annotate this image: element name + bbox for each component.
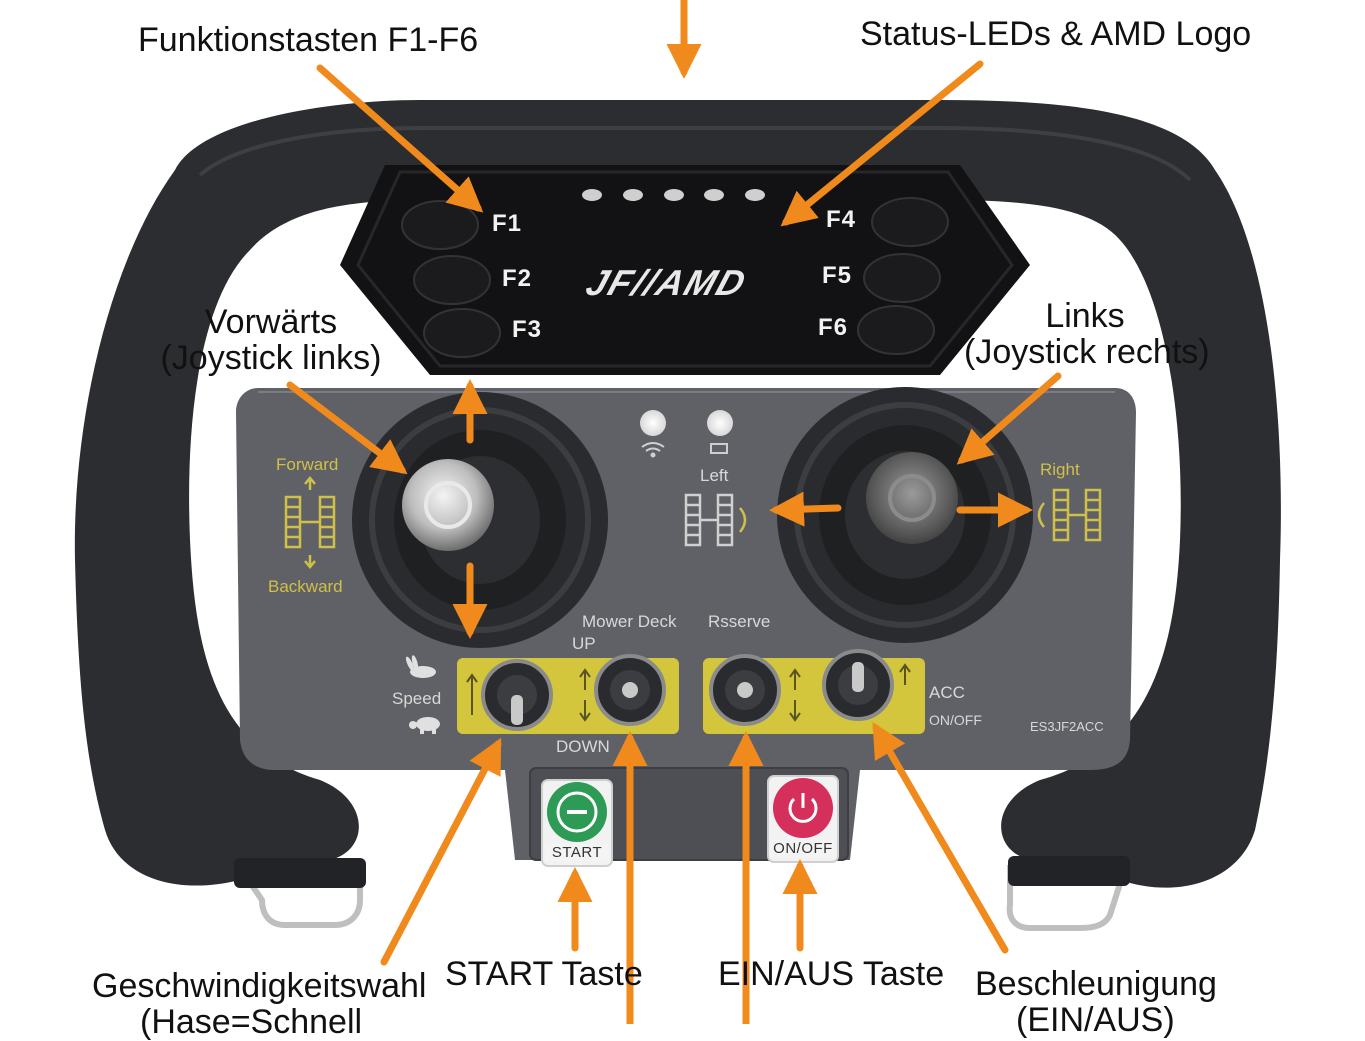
label-mower-deck: Mower Deck [582, 612, 677, 631]
callout-forward-sub: (Joystick links) [160, 339, 382, 377]
callout-left: Links [1045, 297, 1125, 335]
label-left: Left [700, 466, 729, 485]
f2-label: F2 [502, 265, 533, 292]
reserve-toggle[interactable] [709, 654, 781, 726]
power-icon [788, 793, 818, 823]
f2-button[interactable] [413, 255, 491, 305]
function-buttons[interactable] [401, 197, 949, 358]
arrow-f1 [316, 64, 484, 213]
label-forward: Forward [276, 455, 339, 474]
f3-label: F3 [512, 316, 543, 343]
label-reserve: Rsserve [708, 612, 771, 631]
arrow-joystick-left [769, 491, 842, 527]
label-speed: Speed [392, 689, 442, 708]
f6-button[interactable] [857, 305, 935, 355]
arrow-forward-label [286, 381, 408, 475]
label-up: UP [572, 634, 596, 653]
turtle-icon [409, 717, 440, 734]
f1-label: F1 [492, 210, 523, 237]
label-acc-onoff: ON/OFF [929, 712, 982, 728]
battery-icon [710, 443, 728, 454]
speed-toggle[interactable] [481, 659, 553, 731]
amd-logo: JF//AMD [581, 262, 753, 303]
handle [74, 100, 1281, 888]
left-joystick-knob[interactable] [402, 459, 494, 551]
callout-start-key: START Taste [445, 955, 643, 993]
right-joystick-knob[interactable] [866, 452, 958, 544]
label-model: ES3JF2ACC [1030, 719, 1104, 734]
f6-label: F6 [818, 314, 849, 341]
rabbit-icon [405, 655, 436, 678]
arrow-acc [872, 721, 1009, 954]
acc-toggle[interactable] [822, 649, 894, 721]
label-acc: ACC [929, 683, 965, 702]
callout-arrows [286, 0, 1062, 1024]
f4-button[interactable] [871, 197, 949, 247]
right-joystick[interactable] [777, 387, 1033, 643]
f4-label: F4 [826, 206, 857, 233]
callout-function-keys: Funktionstasten F1-F6 [138, 21, 479, 59]
f1-button[interactable] [401, 200, 479, 250]
label-down: DOWN [556, 737, 610, 756]
callout-speed-select-sub: (Hase=Schnell [140, 1003, 363, 1041]
left-turn-graphic [684, 493, 747, 547]
arrow-links-label [956, 372, 1062, 465]
callout-onoff-key: EIN/AUS Taste [718, 955, 945, 993]
forward-backward-graphic [284, 476, 336, 569]
wifi-led [640, 410, 666, 436]
f5-label: F5 [822, 262, 853, 289]
onoff-button-label: ON/OFF [771, 840, 835, 857]
callout-speed-select: Geschwindigkeitswahl [92, 967, 427, 1005]
right-turn-graphic [1037, 488, 1102, 542]
display-panel [340, 165, 1030, 375]
arrow-leds [780, 60, 984, 227]
callout-status-leds: Status-LEDs & AMD Logo [860, 15, 1252, 53]
arrow-speed [380, 737, 502, 966]
mower-deck-toggle[interactable] [594, 654, 666, 726]
status-leds [582, 189, 765, 201]
f3-button[interactable] [423, 308, 501, 358]
callout-left-sub: (Joystick rechts) [964, 333, 1210, 371]
wifi-icon [641, 442, 665, 458]
label-backward: Backward [268, 577, 343, 596]
callout-acceleration-sub: (EIN/AUS) [1016, 1001, 1175, 1039]
battery-led [707, 410, 733, 436]
start-button-label: START [545, 844, 609, 861]
f5-button[interactable] [863, 253, 941, 303]
callout-acceleration: Beschleunigung [975, 965, 1217, 1003]
callout-forward: Vorwärts [204, 303, 338, 341]
label-right: Right [1040, 460, 1080, 479]
left-joystick[interactable] [352, 392, 608, 648]
